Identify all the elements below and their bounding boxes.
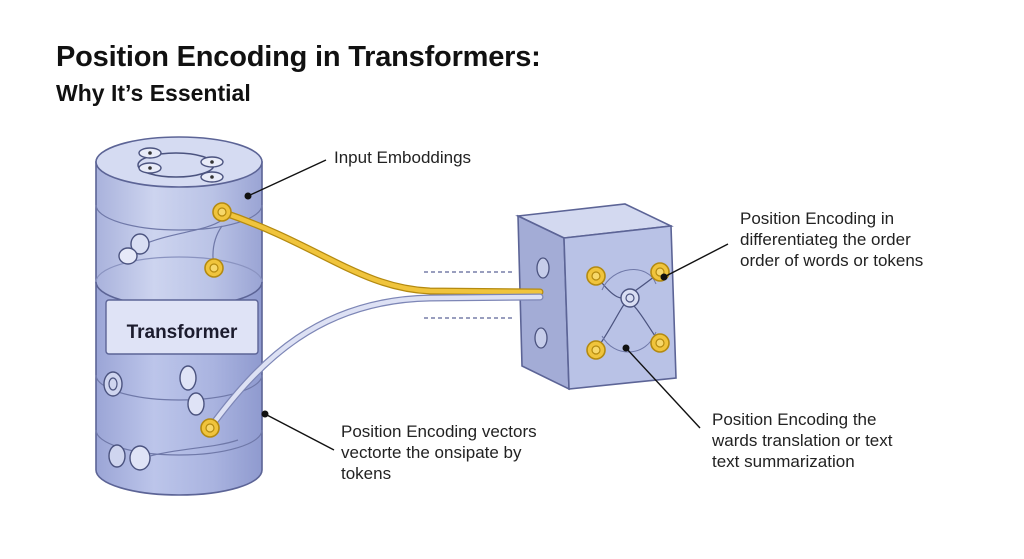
- side-knob-icon: [179, 365, 205, 416]
- gray-cable: [206, 293, 544, 432]
- callout-line: text summarization: [712, 452, 855, 471]
- cylinder-band-top: [95, 204, 263, 231]
- side-knob-icon: [108, 444, 151, 471]
- cube-port-icon: [536, 257, 550, 279]
- gold-pin-icon: [586, 340, 606, 360]
- cylinder-label-plate: [105, 299, 259, 355]
- cube-front-face: [563, 225, 677, 390]
- top-connector-icon: [138, 147, 162, 159]
- callout-line: Position Encoding the: [712, 410, 877, 429]
- cube-left-face: [517, 214, 570, 391]
- callout-position-encoding-vectors: Position Encoding vectors vectorte the o…: [341, 421, 537, 484]
- leader-right-top: [660, 243, 729, 281]
- top-connector-icon: [200, 156, 224, 168]
- cylinder-band-mid: [95, 256, 263, 283]
- cube-center-hub-icon: [620, 288, 640, 308]
- top-connector-icon: [138, 162, 162, 174]
- leader-bottom: [261, 410, 335, 451]
- side-knob-icon: [118, 233, 150, 265]
- page-title: Position Encoding in Transformers:: [56, 41, 541, 73]
- gold-pin-icon: [650, 333, 670, 353]
- side-knob-icon: [103, 371, 123, 397]
- leader-right-bottom: [622, 344, 701, 429]
- callout-line: vectorte the onsipate by: [341, 443, 522, 462]
- callout-text: Input Emboddings: [334, 148, 472, 167]
- top-connector-icon: [200, 171, 224, 183]
- cube-port-icon: [534, 327, 548, 349]
- position-encoder-cube: [515, 203, 677, 391]
- callout-line: order of words or tokens: [740, 251, 924, 270]
- page-subtitle: Why It’s Essential: [56, 80, 251, 106]
- callout-input-embeddings: Input Emboddings: [334, 147, 471, 168]
- gold-cable: [218, 208, 544, 296]
- gold-pin-icon: [212, 202, 232, 222]
- callout-line: Position Encoding vectors: [341, 422, 537, 441]
- callout-line: differentiateg the order: [740, 230, 911, 249]
- gold-pin-icon: [586, 266, 606, 286]
- callout-line: tokens: [341, 464, 392, 483]
- cylinder-top-face: [95, 136, 263, 188]
- callout-line: wards translation or text: [712, 431, 893, 450]
- transformer-label: Transformer: [126, 322, 238, 343]
- callout-position-encoding-order: Position Encoding in differentiateg the …: [740, 208, 923, 271]
- gold-pin-icon: [204, 258, 224, 278]
- gold-pin-icon: [200, 418, 220, 438]
- cylinder-band-bottom: [95, 429, 263, 456]
- callout-position-encoding-tasks: Position Encoding the wards translation …: [712, 409, 892, 472]
- transformer-cylinder: [95, 136, 263, 496]
- header: Position Encoding in Transformers: Why I…: [56, 40, 541, 108]
- leader-input-embeddings: [244, 159, 327, 200]
- callout-line: Position Encoding in: [740, 209, 895, 228]
